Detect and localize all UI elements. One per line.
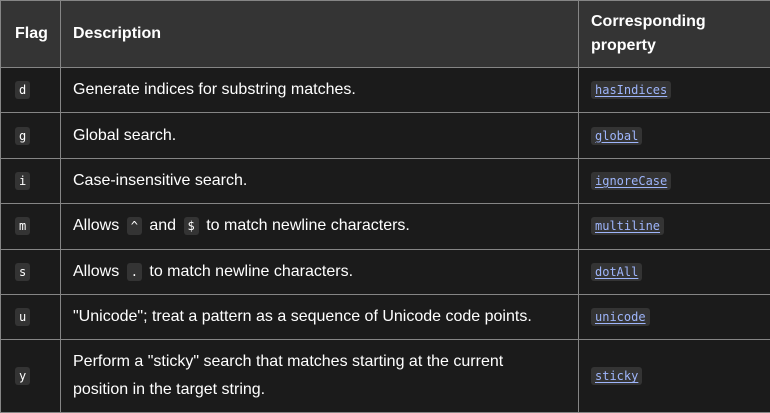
property-cell: sticky [578, 339, 770, 413]
column-header-property-line2: property [591, 37, 656, 54]
table-row: s Allows . to match newline characters. … [0, 248, 770, 295]
property-link[interactable]: multiline [595, 219, 661, 234]
inline-code: $ [183, 217, 199, 236]
description-text: to match newline characters. [149, 262, 354, 280]
flag-cell: s [0, 248, 61, 295]
flag-cell: y [0, 339, 61, 413]
property-cell: ignoreCase [578, 157, 770, 205]
description-text: Allows [73, 217, 120, 235]
table-header: Flag Description Corresponding property [0, 0, 770, 68]
property-link[interactable]: hasIndices [595, 83, 668, 98]
flag-cell: m [0, 203, 61, 250]
table-row: m Allows ^ and $ to match newline charac… [0, 203, 770, 250]
table-row: g Global search. global [0, 112, 770, 159]
table-row: i Case-insensitive search. ignoreCase [0, 157, 770, 205]
column-header-flag: Flag [0, 0, 61, 68]
property-cell: hasIndices [578, 66, 770, 114]
flag-code: y [15, 367, 31, 386]
flag-code: d [15, 81, 31, 100]
flag-code: g [15, 126, 31, 145]
flag-cell: u [0, 293, 61, 341]
property-cell: unicode [578, 293, 770, 341]
property-link[interactable]: ignoreCase [595, 173, 668, 188]
description-text: Allows [73, 262, 120, 280]
description-text: Perform a "sticky" search that matches s… [73, 353, 504, 371]
description-text: and [149, 217, 177, 235]
description-cell: "Unicode"; treat a pattern as a sequence… [60, 293, 579, 341]
description-text: to match newline characters. [206, 217, 410, 235]
description-cell: Allows ^ and $ to match newline characte… [60, 203, 579, 250]
header-row: Flag Description Corresponding property [0, 0, 770, 68]
table-row: d Generate indices for substring matches… [0, 66, 770, 114]
flag-code: s [15, 262, 31, 281]
property-cell: global [578, 112, 770, 159]
flag-cell: i [0, 157, 61, 205]
property-link[interactable]: dotAll [595, 264, 639, 279]
column-header-description: Description [60, 0, 579, 68]
property-link[interactable]: unicode [595, 310, 646, 325]
description-cell: Generate indices for substring matches. [60, 66, 579, 114]
flag-cell: d [0, 66, 61, 114]
column-header-property: Corresponding property [578, 0, 770, 68]
property-cell: multiline [578, 203, 770, 250]
inline-code: ^ [126, 217, 142, 236]
description-text: position in the target string. [73, 381, 266, 399]
description-cell: Allows . to match newline characters. [60, 248, 579, 295]
column-header-property-line1: Corresponding [591, 13, 706, 30]
table-row: y Perform a "sticky" search that matches… [0, 339, 770, 413]
table-body: d Generate indices for substring matches… [0, 66, 770, 413]
property-link[interactable]: global [595, 128, 639, 143]
inline-code: . [126, 262, 142, 281]
property-cell: dotAll [578, 248, 770, 295]
description-cell: Case-insensitive search. [60, 157, 579, 205]
flag-code: i [15, 171, 31, 190]
description-cell: Perform a "sticky" search that matches s… [60, 339, 579, 413]
table-row: u "Unicode"; treat a pattern as a sequen… [0, 293, 770, 341]
flag-code: m [15, 217, 31, 236]
flag-code: u [15, 308, 31, 327]
flag-cell: g [0, 112, 61, 159]
description-cell: Global search. [60, 112, 579, 159]
property-link[interactable]: sticky [595, 369, 639, 384]
